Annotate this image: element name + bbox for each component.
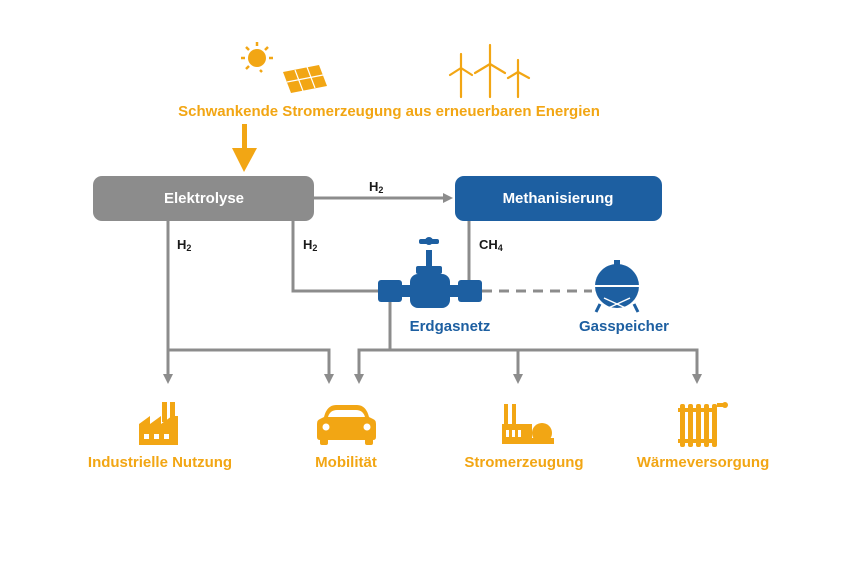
output-label-industrie: Industrielle Nutzung	[88, 454, 232, 471]
elektrolyse-label: Elektrolyse	[164, 190, 244, 207]
output-label-stromerzeugung: Stromerzeugung	[464, 454, 583, 471]
ch4-label: CH4	[479, 237, 503, 253]
gas-valve-icon	[378, 237, 482, 308]
h2-to-gasgrid-line	[291, 221, 382, 293]
output-label-mobilitaet: Mobilität	[315, 454, 377, 471]
methanisierung-label: Methanisierung	[503, 190, 614, 207]
output-label-waermeversorgung: Wärmeversorgung	[637, 454, 770, 471]
h2-main-label: H2	[369, 179, 383, 195]
car-icon	[317, 405, 376, 445]
elektrolyse-box: Elektrolyse	[93, 176, 314, 221]
source-arrow	[232, 124, 257, 172]
h2-to-mobility-line	[168, 348, 334, 384]
h2-mid-label: H2	[303, 237, 317, 253]
methanisierung-box: Methanisierung	[455, 176, 662, 221]
gasspeicher-label: Gasspeicher	[579, 318, 669, 335]
erdgasnetz-label: Erdgasnetz	[410, 318, 491, 335]
h2-left-label: H2	[177, 237, 191, 253]
solar-panel-icon	[283, 65, 327, 93]
radiator-icon	[678, 402, 728, 447]
gas-tank-icon	[594, 260, 640, 313]
power-plant-icon	[502, 404, 554, 444]
source-label: Schwankende Stromerzeugung aus erneuerba…	[178, 103, 600, 120]
wind-turbines-icon	[448, 43, 531, 99]
sun-icon	[241, 42, 273, 73]
factory-icon	[139, 402, 178, 445]
